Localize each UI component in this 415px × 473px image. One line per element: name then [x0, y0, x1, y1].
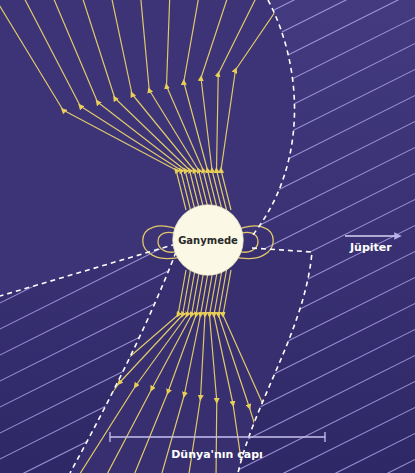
open-field-line	[188, 270, 213, 473]
open-field-line	[223, 270, 300, 473]
open-field-line	[219, 270, 273, 473]
open-field-line	[184, 0, 218, 210]
planet-label: Jüpiter	[350, 241, 392, 254]
ganymede-field-lines	[0, 0, 300, 473]
scale-bar	[110, 432, 325, 442]
open-field-line	[80, 0, 200, 210]
moon-circle: Ganymede	[172, 204, 244, 276]
open-field-line	[221, 0, 290, 210]
open-field-line	[160, 270, 209, 473]
jupiter-arrow	[345, 235, 398, 237]
open-field-line	[214, 270, 244, 473]
open-field-line	[76, 270, 195, 473]
open-field-line	[104, 270, 200, 473]
open-field-line	[48, 270, 191, 473]
scale-label: Dünya'nın çapı	[171, 448, 263, 461]
separatrix	[0, 0, 312, 473]
upper-region	[0, 0, 295, 296]
moon-name: Ganymede	[178, 235, 238, 246]
open-field-line	[20, 0, 191, 210]
open-field-line	[201, 0, 230, 210]
